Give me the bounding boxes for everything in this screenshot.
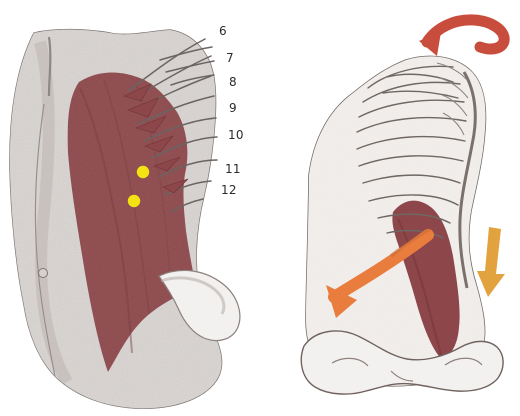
down-arrow-icon xyxy=(477,227,505,297)
rib-label-9: 9 xyxy=(229,102,237,114)
lower-yellow-point xyxy=(128,195,140,207)
right-torso-illustration xyxy=(262,0,520,416)
rib-label-12: 12 xyxy=(221,184,237,196)
right-body-group xyxy=(262,0,520,416)
right-torso-drawing xyxy=(262,0,520,416)
rib-label-6: 6 xyxy=(219,25,227,37)
rib-label-7: 7 xyxy=(226,52,234,64)
left-body-group xyxy=(0,0,262,416)
rib-label-8: 8 xyxy=(229,76,237,88)
upper-yellow-point xyxy=(137,166,149,178)
left-torso-illustration: 6 7 8 9 10 11 12 xyxy=(0,0,262,416)
rib-label-11: 11 xyxy=(225,163,241,175)
left-torso-drawing xyxy=(0,0,262,416)
navel-marker xyxy=(39,269,48,278)
rib-label-10: 10 xyxy=(228,129,244,141)
